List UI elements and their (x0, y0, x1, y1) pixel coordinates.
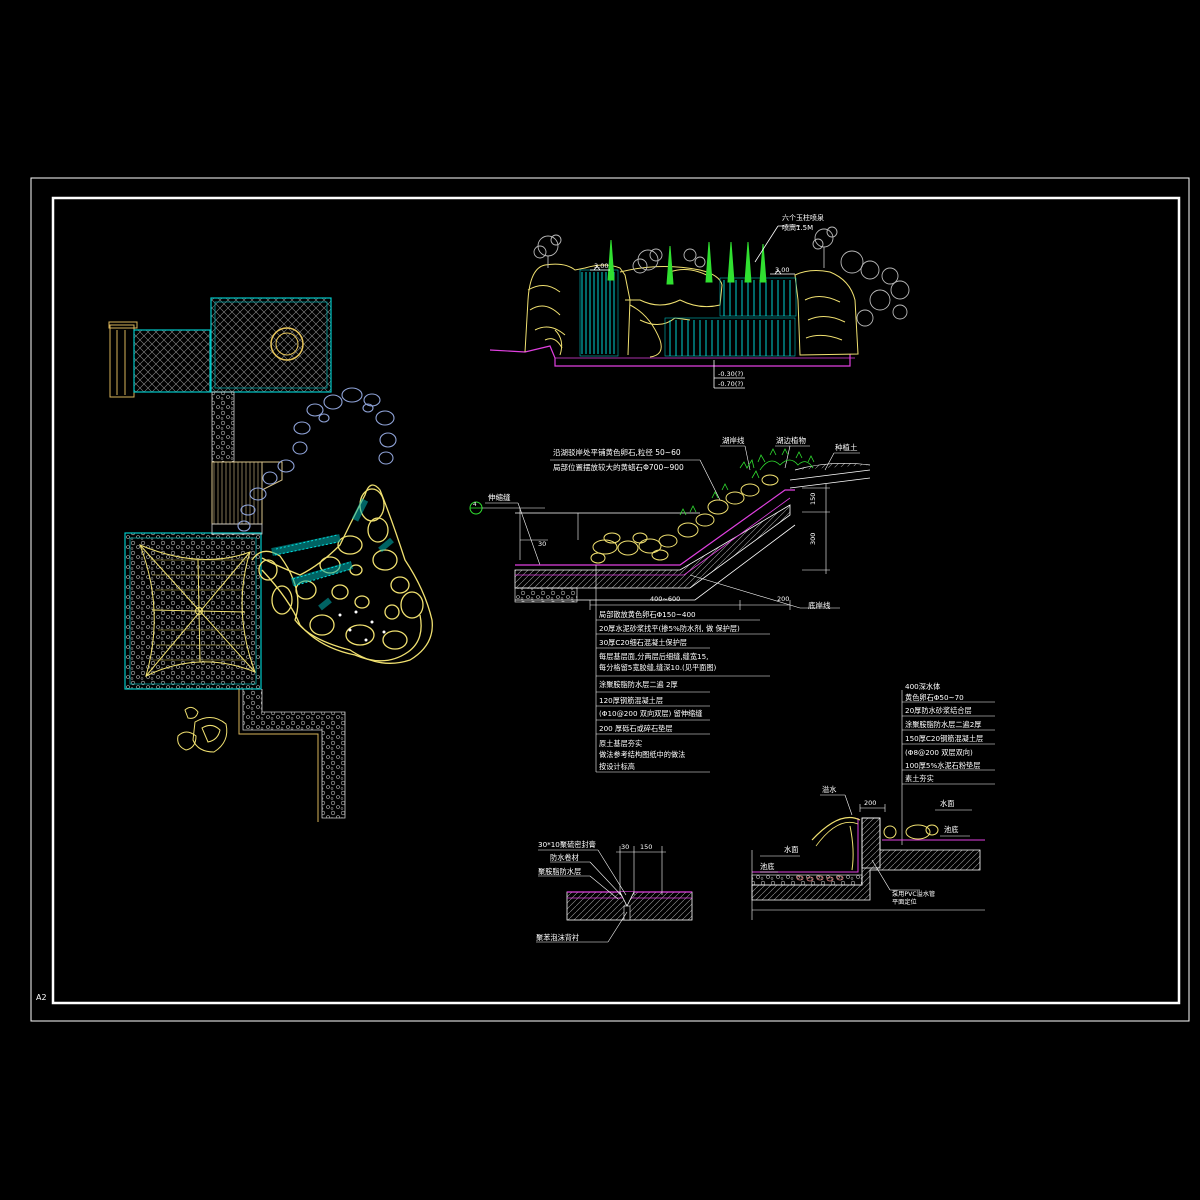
bank-layer-list: 局部散放黄色卵石Φ150~400 20厚水泥砂浆找平(掺5%防水剂, 做 保护层… (599, 610, 740, 771)
terrace-right (210, 297, 332, 393)
bank-layer-11: 做法参考结构图纸中的做法 (599, 750, 685, 759)
joint-label-waterstop: 防水卷材 (550, 853, 579, 862)
level-bottom-1: -0.30(?) (718, 370, 743, 378)
cascade-elevation: 3.00 3.00 -0.30(?) -0.70(?) 六个玉柱喷泉 喷高1.5… (489, 213, 910, 389)
dim-200: 200 (777, 595, 789, 603)
dim-300: 300 (809, 533, 817, 545)
bank-layer-7: 120厚钢筋混凝土层 (599, 696, 663, 705)
pool-dim-200: 200 (864, 799, 876, 807)
level-right: 3.00 (775, 266, 789, 274)
joint-label-membrane: 聚胺脂防水层 (538, 867, 581, 876)
bank-layer-2: 20厚水泥砂浆找平(掺5%防水剂, 做 保护层) (599, 624, 740, 633)
round-planter (270, 327, 304, 361)
outer-sheet-frame (30, 177, 1190, 1022)
pavilion-roof (139, 544, 256, 677)
section-marker-number: 4 (473, 502, 477, 508)
pump-note-line1: 泵用PVC溢水管 (892, 890, 935, 898)
terrace-left (133, 329, 211, 393)
joint-label-sealant: 30*10聚硫密封膏 (538, 840, 596, 849)
bank-note-line2: 局部位置摆放较大的黄蜡石Φ700~900 (553, 462, 684, 472)
joint-label-backing: 聚苯泡沫背衬 (536, 933, 579, 942)
pond-pebbles (338, 610, 386, 642)
pump-note-line2: 平面定位 (892, 898, 917, 906)
pool-layer-7: 100厚5%水泥石粉垫层 (905, 761, 980, 770)
stepping-stones-path (237, 387, 397, 532)
boulders-lower-left (177, 706, 228, 753)
expansion-joint-detail: 30*10聚硫密封膏 防水卷材 聚胺脂防水层 聚苯泡沫背衬 30 150 (536, 840, 693, 943)
pool-layer-list: 400深水体 黄色卵石Φ50~70 20厚防水砂浆结合层 涂聚胺脂防水层二遍2厚… (905, 682, 983, 783)
dim-150: 150 (809, 493, 817, 505)
label-expansion-joint: 伸缩缝 (488, 492, 511, 502)
label-pool-bottom-right: 池底 (944, 825, 958, 834)
site-plan (108, 297, 433, 822)
joint-dim-150: 150 (640, 843, 652, 851)
label-water-surface-left: 水面 (784, 845, 798, 854)
pool-layer-5: 150厚C20钢筋混凝土层 (905, 734, 983, 743)
elevation-note-line1: 六个玉柱喷泉 (782, 213, 824, 222)
pool-layer-2: 黄色卵石Φ50~70 (905, 693, 964, 702)
label-soil: 种植土 (835, 442, 858, 452)
pool-layer-6: (Φ8@200 双层双向) (905, 748, 973, 757)
water-streams (271, 498, 394, 611)
label-pool-bottom-left: 池底 (760, 862, 774, 871)
bank-layer-8: (Φ10@200 双向双层) 留伸缩缝 (599, 709, 702, 718)
label-bottom-line: 底岸线 (808, 600, 831, 610)
sheet-number: A2 (36, 993, 47, 1002)
pool-layer-1: 400深水体 (905, 682, 940, 691)
wooden-deck (211, 461, 263, 525)
bank-layer-6: 涂聚胺脂防水层二遍 2厚 (599, 680, 678, 689)
bank-layer-10: 原土基层夯实 (599, 739, 642, 748)
bank-layer-5: 每分格留5宽胶缝,缝深10.(见平面图) (599, 663, 717, 672)
pool-layer-4: 涂聚胺脂防水层二遍2厚 (905, 720, 981, 729)
bank-layer-1: 局部散放黄色卵石Φ150~400 (599, 610, 696, 619)
level-left: 3.00 (594, 262, 608, 270)
bank-note-line1: 沿湖驳岸处平铺黄色卵石,粒径 50~60 (553, 447, 681, 457)
label-overflow: 溢水 (822, 785, 836, 794)
bank-layer-12: 按设计标高 (599, 762, 635, 771)
cascade-pond (251, 484, 433, 664)
pool-layer-3: 20厚防水砂浆结合层 (905, 706, 972, 715)
dim-400-600: 400~600 (650, 595, 680, 603)
joint-dim-30: 30 (621, 843, 629, 851)
bank-section-detail: 沿湖驳岸处平铺黄色卵石,粒径 50~60 局部位置摆放较大的黄蜡石Φ700~90… (469, 435, 871, 773)
bank-layer-9: 200 厚砾石或碎石垫层 (599, 724, 673, 733)
inner-sheet-frame (51, 196, 1181, 1005)
gravel-path-upper (211, 391, 235, 463)
label-shoreline: 湖岸线 (722, 435, 745, 445)
bank-layer-3: 30厚C20细石混凝土保护层 (599, 638, 687, 647)
railing-left (109, 324, 135, 398)
label-water-surface-right: 水面 (940, 799, 954, 808)
bank-layer-4: 每层基层面,分两层后细缝,缝宽15, (599, 652, 708, 661)
gravel-path-lower (242, 689, 346, 819)
dim-30: 30 (538, 540, 546, 548)
elevation-note-line2: 喷高1.5M (782, 223, 813, 232)
pool-layer-8: 素土夯实 (905, 774, 934, 783)
pool-wall-section: 400深水体 黄色卵石Φ50~70 20厚防水砂浆结合层 涂聚胺脂防水层二遍2厚… (751, 682, 995, 920)
label-plants: 湖边植物 (776, 435, 806, 445)
level-bottom-2: -0.70(?) (718, 380, 743, 388)
